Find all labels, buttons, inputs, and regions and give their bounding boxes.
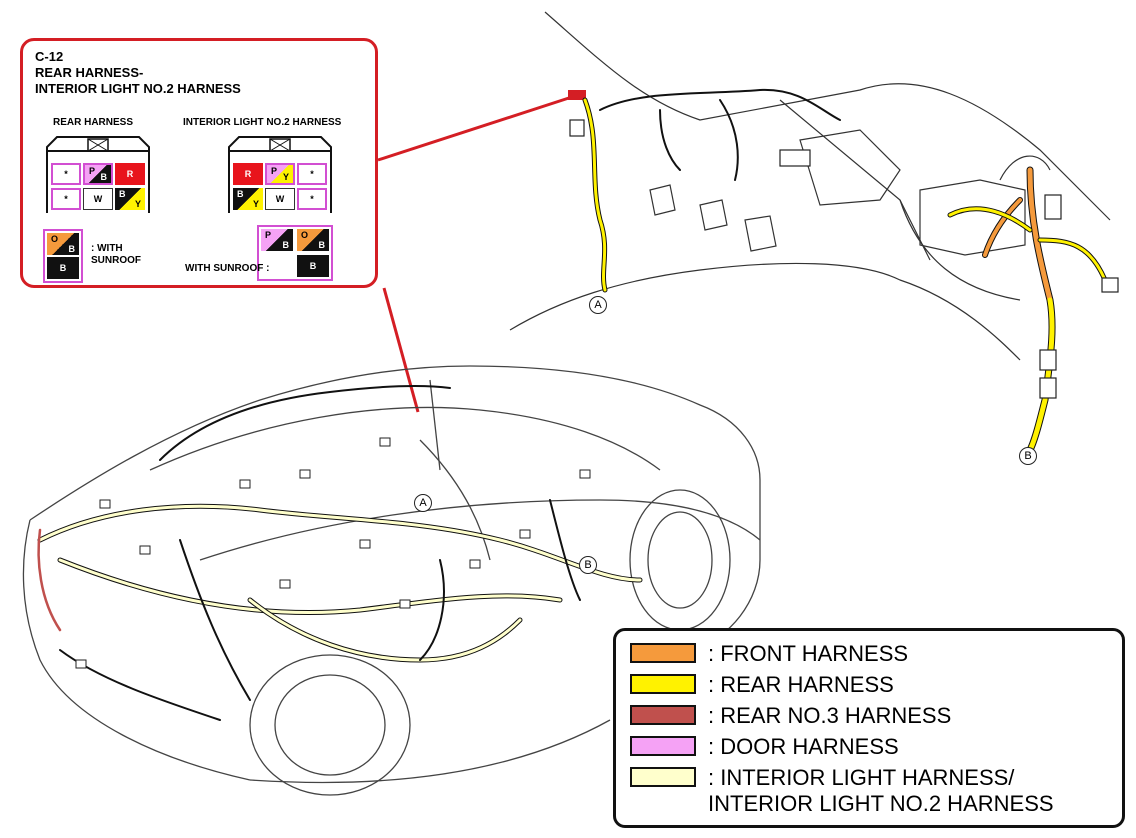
legend-item-interior-light: : INTERIOR LIGHT HARNESS/ INTERIOR LIGHT… <box>630 765 1108 817</box>
rear-connector-shape <box>46 136 150 213</box>
legend-label-front: : FRONT HARNESS <box>708 641 909 666</box>
rear-pin-5: W <box>83 188 113 210</box>
interior-sunroof-pin-2: O B <box>297 229 329 251</box>
connector-title-line1: REAR HARNESS- <box>35 65 144 80</box>
marker-b-interior: B <box>1019 447 1037 465</box>
rear-pin-2: P B <box>83 163 113 185</box>
connector-code: C-12 <box>35 49 64 64</box>
interior-wires <box>582 88 1108 454</box>
interior-sunroof-pin-2-a: O <box>301 230 309 240</box>
interior-outline <box>509 11 1111 361</box>
rear-sunroof-connector: O B B <box>43 229 83 283</box>
legend-swatch-rear <box>630 674 696 694</box>
legend-label-interior-light: : INTERIOR LIGHT HARNESS/ INTERIOR LIGHT… <box>708 765 1054 816</box>
rear-pin-3: R <box>115 163 145 185</box>
interior-sunroof-pin-2-b: B <box>318 240 326 250</box>
rear-pin-1: * <box>51 163 81 185</box>
interior-pin-4-a: B <box>237 189 244 199</box>
interior-sunroof-connector: P B O B B <box>257 225 333 281</box>
interior-pin-4-b: Y <box>252 199 259 209</box>
legend-swatch-interior-light <box>630 767 696 787</box>
rear-pin-6: B Y <box>115 188 145 210</box>
rear-sunroof-pin-1: O B <box>47 233 79 255</box>
legend-item-rear-no3: : REAR NO.3 HARNESS <box>630 703 1108 729</box>
car-wires <box>37 384 643 721</box>
car-connectors <box>75 437 591 669</box>
interior-sunroof-pin-1: P B <box>261 229 293 251</box>
rear-sunroof-pin-2: B <box>47 257 79 279</box>
interior-sunroof-pin-1-a: P <box>265 230 272 240</box>
connector-title-line2: INTERIOR LIGHT NO.2 HARNESS <box>35 81 241 96</box>
interior-connector-shape <box>228 136 332 213</box>
marker-b-car: B <box>579 556 597 574</box>
rear-pin-6-b: Y <box>134 199 141 209</box>
legend-item-door: : DOOR HARNESS <box>630 734 1108 760</box>
connector-callout: C-12 REAR HARNESS- INTERIOR LIGHT NO.2 H… <box>20 38 378 288</box>
marker-a-interior: A <box>589 296 607 314</box>
rear-harness-connector-title: REAR HARNESS <box>53 117 134 128</box>
legend-label-rear: : REAR HARNESS <box>708 672 894 697</box>
connector-location-mark <box>568 90 586 100</box>
callout-leader-car <box>382 287 420 413</box>
rear-pin-2-a: P <box>89 166 96 176</box>
interior-sunroof-pin-3: B <box>297 255 329 277</box>
callout-leader-top <box>377 94 576 162</box>
legend-swatch-rear-no3 <box>630 705 696 725</box>
interior-pin-6: * <box>297 188 327 210</box>
marker-a-car: A <box>414 494 432 512</box>
interior-pin-2: P Y <box>265 163 295 185</box>
rear-pin-6-a: B <box>119 189 126 199</box>
legend-label-rear-no3: : REAR NO.3 HARNESS <box>708 703 952 728</box>
interior-sunroof-note: WITH SUNROOF : <box>185 263 270 274</box>
interior-connector-title: INTERIOR LIGHT NO.2 HARNESS <box>183 117 342 128</box>
interior-pin-2-a: P <box>271 166 278 176</box>
interior-pin-4: B Y <box>233 188 263 210</box>
rear-sunroof-pin-1-b: B <box>68 244 76 254</box>
interior-pin-3: * <box>297 163 327 185</box>
rear-pin-2-b: B <box>100 172 108 182</box>
legend-label-door: : DOOR HARNESS <box>708 734 899 759</box>
legend-swatch-front <box>630 643 696 663</box>
car-outline <box>22 365 761 796</box>
legend-item-rear: : REAR HARNESS <box>630 672 1108 698</box>
legend-swatch-door <box>630 736 696 756</box>
interior-pin-5: W <box>265 188 295 210</box>
interior-sunroof-pin-1-b: B <box>282 240 290 250</box>
interior-connectors <box>569 119 1119 399</box>
rear-pin-4: * <box>51 188 81 210</box>
rear-sunroof-note: : WITH SUNROOF <box>91 243 141 266</box>
rear-sunroof-pin-1-a: O <box>51 234 59 244</box>
legend-item-front: : FRONT HARNESS <box>630 641 1108 667</box>
interior-pin-2-b: Y <box>282 172 289 182</box>
harness-legend: : FRONT HARNESS : REAR HARNESS : REAR NO… <box>613 628 1125 828</box>
interior-pin-1: R <box>233 163 263 185</box>
